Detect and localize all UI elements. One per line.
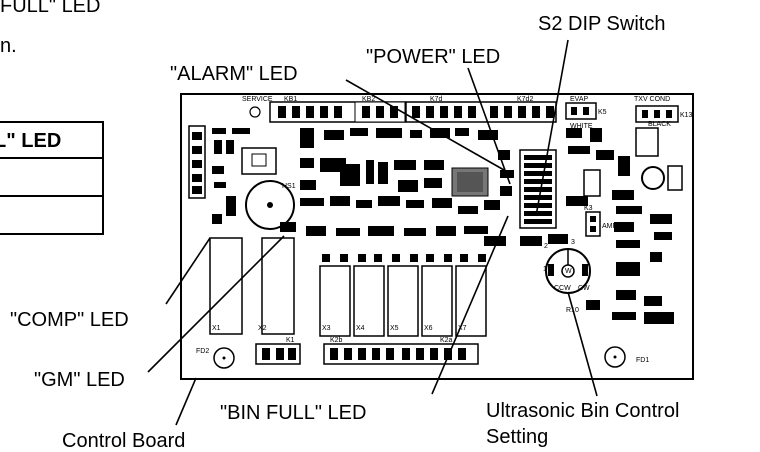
capacitor xyxy=(641,166,665,190)
board-label-k7d: K7d xyxy=(430,96,443,103)
board-label-kb1: KB1 xyxy=(284,96,297,103)
connector-k5 xyxy=(565,102,597,120)
board-label-x4: X4 xyxy=(356,325,365,332)
dial-label-1: 1 xyxy=(543,266,547,273)
board-label-r10: R10 xyxy=(566,307,579,314)
board-label-k1: K1 xyxy=(286,337,295,344)
label-ultrasonic-line2: Setting xyxy=(486,426,549,448)
led-table-header: L" LED xyxy=(0,130,62,152)
board-label-white: WHITE xyxy=(570,123,593,130)
led-table-row xyxy=(0,157,104,197)
board-label-service: SERVICE xyxy=(242,96,273,103)
leader-s2-dip xyxy=(535,39,569,217)
led-table-row xyxy=(0,195,104,235)
board-label-black: BLACK xyxy=(648,121,671,128)
transformer xyxy=(635,127,659,157)
label-ultrasonic-line1: Ultrasonic Bin Control xyxy=(486,400,680,422)
board-label-k13: K13 xyxy=(680,112,693,119)
leader-gm xyxy=(147,235,285,373)
board-label-x7: X7 xyxy=(458,325,467,332)
board-label-kb2: KB2 xyxy=(362,96,375,103)
board-label-k2a: K2a xyxy=(440,337,453,344)
leader-alarm xyxy=(345,79,505,171)
board-label-k5: K5 xyxy=(598,109,607,116)
relay-x1 xyxy=(209,237,243,335)
leader-lines xyxy=(147,39,598,426)
board-label-k7d2: K7d2 xyxy=(517,96,533,103)
board-label-x2: X2 xyxy=(258,325,267,332)
board-label-txv: TXV COND xyxy=(634,96,670,103)
leader-comp xyxy=(165,237,211,305)
connector-k3 xyxy=(585,211,601,237)
top-fragment-dot: n. xyxy=(0,35,17,57)
leader-power xyxy=(467,67,511,185)
top-fragment: FULL" LED xyxy=(0,0,101,17)
board-label-k3: K3 xyxy=(584,205,593,212)
board-label-amps: AMPS xyxy=(602,223,622,230)
leader-control-board xyxy=(175,377,197,426)
board-label-x6: X6 xyxy=(424,325,433,332)
relay-small xyxy=(667,165,683,191)
board-label-evap: EVAP xyxy=(570,96,588,103)
label-bin-full-led: "BIN FULL" LED xyxy=(220,402,367,424)
leader-bin-full xyxy=(431,215,509,395)
dial-label-2: 2 xyxy=(544,243,548,250)
label-control-board: Control Board xyxy=(62,430,186,452)
label-comp-led: "COMP" LED xyxy=(10,309,129,331)
board-label-x3: X3 xyxy=(322,325,331,332)
connector-rs485 xyxy=(583,169,601,197)
label-gm-led: "GM" LED xyxy=(34,369,125,391)
label-alarm-led: "ALARM" LED xyxy=(170,63,298,85)
label-s2-dip-switch: S2 DIP Switch xyxy=(538,13,666,35)
led-table-header-row: L" LED xyxy=(0,121,104,159)
board-label-fd1: FD1 xyxy=(636,357,649,364)
service-button xyxy=(249,106,261,118)
dial-label-w: W xyxy=(565,268,572,275)
board-label-hs1: HS1 xyxy=(282,183,296,190)
board-label-k2b: K2b xyxy=(330,337,343,344)
board-label-fd2: FD2 xyxy=(196,348,209,355)
board-label-ccw: CCW xyxy=(554,285,571,292)
top-connectors xyxy=(269,101,557,123)
relay-x2 xyxy=(261,237,295,335)
board-label-x1: X1 xyxy=(212,325,221,332)
board-label-x5: X5 xyxy=(390,325,399,332)
board-label-cw: CW xyxy=(578,285,590,292)
dial-label-3: 3 xyxy=(571,239,575,246)
leader-ultrasonic xyxy=(567,291,598,397)
led-table: L" LED xyxy=(0,121,108,237)
label-power-led: "POWER" LED xyxy=(366,46,501,68)
